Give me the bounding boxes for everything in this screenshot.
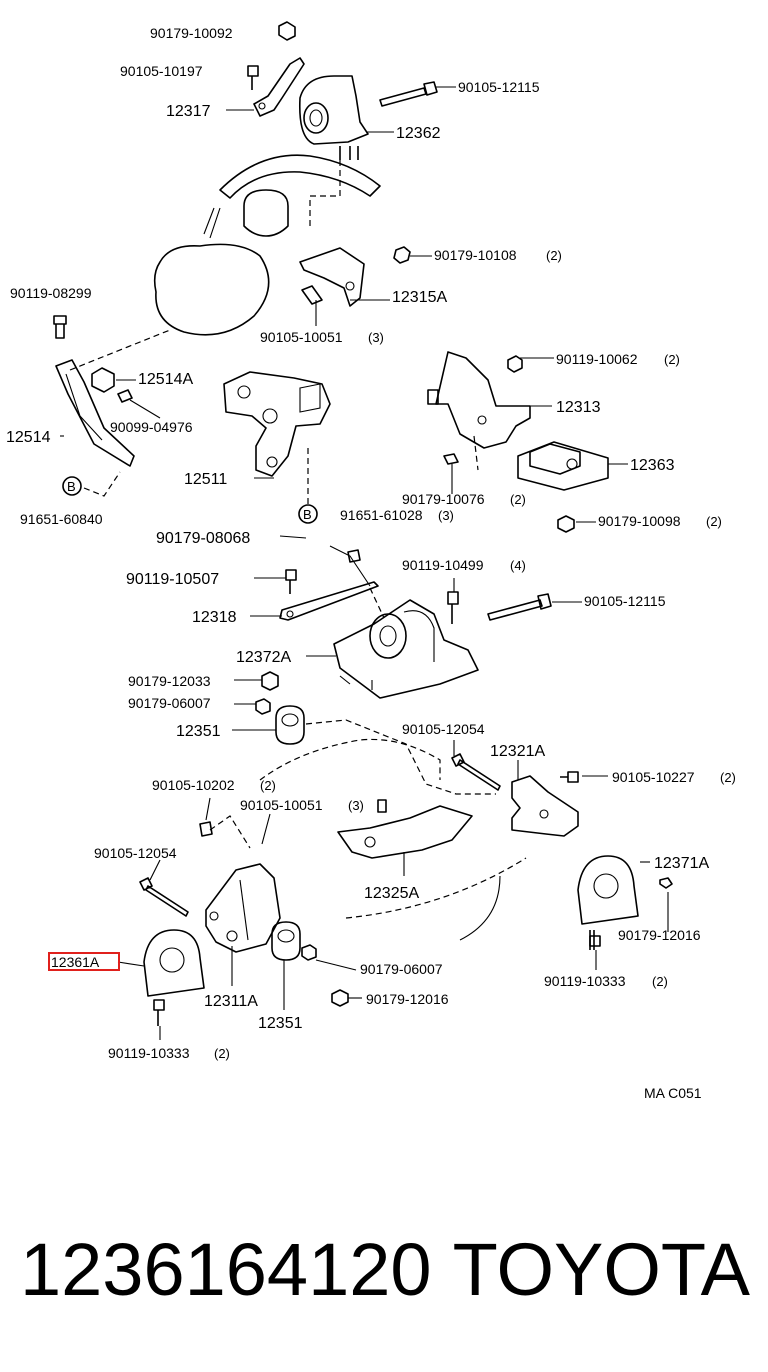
part-label: 12318 — [192, 609, 237, 626]
part-label: 90105-12054 — [402, 721, 485, 737]
part-quantity: (2) — [652, 974, 668, 989]
part-label: 12514 — [6, 429, 51, 446]
part-label: 90105-10051 — [240, 797, 323, 813]
marker-b: B — [67, 479, 76, 494]
part-label: 12351 — [176, 723, 221, 740]
part-number: 1236164120 — [20, 1228, 432, 1311]
part-label: 12514A — [138, 371, 193, 388]
part-label: 91651-60840 — [20, 511, 103, 527]
part-label: 90105-10202 — [152, 777, 235, 793]
part-label: 12362 — [396, 125, 441, 142]
part-label: 90119-10062 — [556, 351, 638, 367]
part-label: 90105-10197 — [120, 63, 203, 79]
part-label: 91651-61028 — [340, 507, 423, 523]
part-quantity: (3) — [368, 330, 384, 345]
part-label: 90179-12016 — [618, 927, 701, 943]
part-label: 90179-06007 — [128, 695, 211, 711]
part-label: 12511 — [184, 471, 227, 488]
part-label: 12315A — [392, 289, 447, 306]
part-quantity: (2) — [214, 1046, 230, 1061]
part-label: 12311A — [204, 993, 258, 1010]
part-label: 12325A — [364, 885, 419, 902]
part-label: 90119-10333 — [108, 1045, 190, 1061]
part-label: 12321A — [490, 743, 545, 760]
part-label: 12351 — [258, 1015, 303, 1032]
part-quantity: (2) — [706, 514, 722, 529]
part-quantity: (3) — [438, 508, 454, 523]
diagram-code: MA C051 — [644, 1085, 702, 1101]
part-label: 12371A — [654, 855, 709, 872]
part-label: 12317 — [166, 103, 211, 120]
part-label: 90105-12115 — [584, 593, 666, 609]
part-quantity: (2) — [720, 770, 736, 785]
part-label-highlighted: 12361A — [51, 954, 100, 970]
marker-b: B — [303, 507, 312, 522]
footer: 1236164120 TOYOTA — [0, 1220, 768, 1320]
part-label: 12372A — [236, 649, 291, 666]
part-label: 90179-10098 — [598, 513, 681, 529]
part-quantity: (4) — [510, 558, 526, 573]
part-label: 90119-10507 — [126, 571, 219, 588]
part-label: 90179-06007 — [360, 961, 443, 977]
part-label: 90105-10051 — [260, 329, 343, 345]
part-label: 90119-10499 — [402, 557, 484, 573]
part-label: 12363 — [630, 457, 675, 474]
part-label: 90105-12115 — [458, 79, 540, 95]
part-label: 90179-08068 — [156, 530, 250, 547]
part-label: 90119-08299 — [10, 285, 92, 301]
part-label: 90179-10092 — [150, 25, 233, 41]
part-quantity: (2) — [664, 352, 680, 367]
part-label: 90179-12033 — [128, 673, 211, 689]
part-label: 90179-12016 — [366, 991, 449, 1007]
part-quantity: (3) — [348, 798, 364, 813]
part-label: 90179-10076 — [402, 491, 485, 507]
leader-lines — [60, 86, 669, 1040]
part-label: 90119-10333 — [544, 973, 626, 989]
part-labels: 90179-10092 90105-10197 12317 90105-1211… — [6, 25, 736, 1101]
brand-name: TOYOTA — [452, 1228, 750, 1311]
highlight-box — [48, 952, 120, 971]
part-label: 90179-10108 — [434, 247, 517, 263]
part-label: 12313 — [556, 399, 601, 416]
part-label: 90105-12054 — [94, 845, 177, 861]
parts-drawings — [53, 21, 673, 1026]
part-quantity: (2) — [546, 248, 562, 263]
part-label: 90105-10227 — [612, 769, 695, 785]
part-label: 90099-04976 — [110, 419, 193, 435]
part-quantity: (2) — [260, 778, 276, 793]
part-quantity: (2) — [510, 492, 526, 507]
